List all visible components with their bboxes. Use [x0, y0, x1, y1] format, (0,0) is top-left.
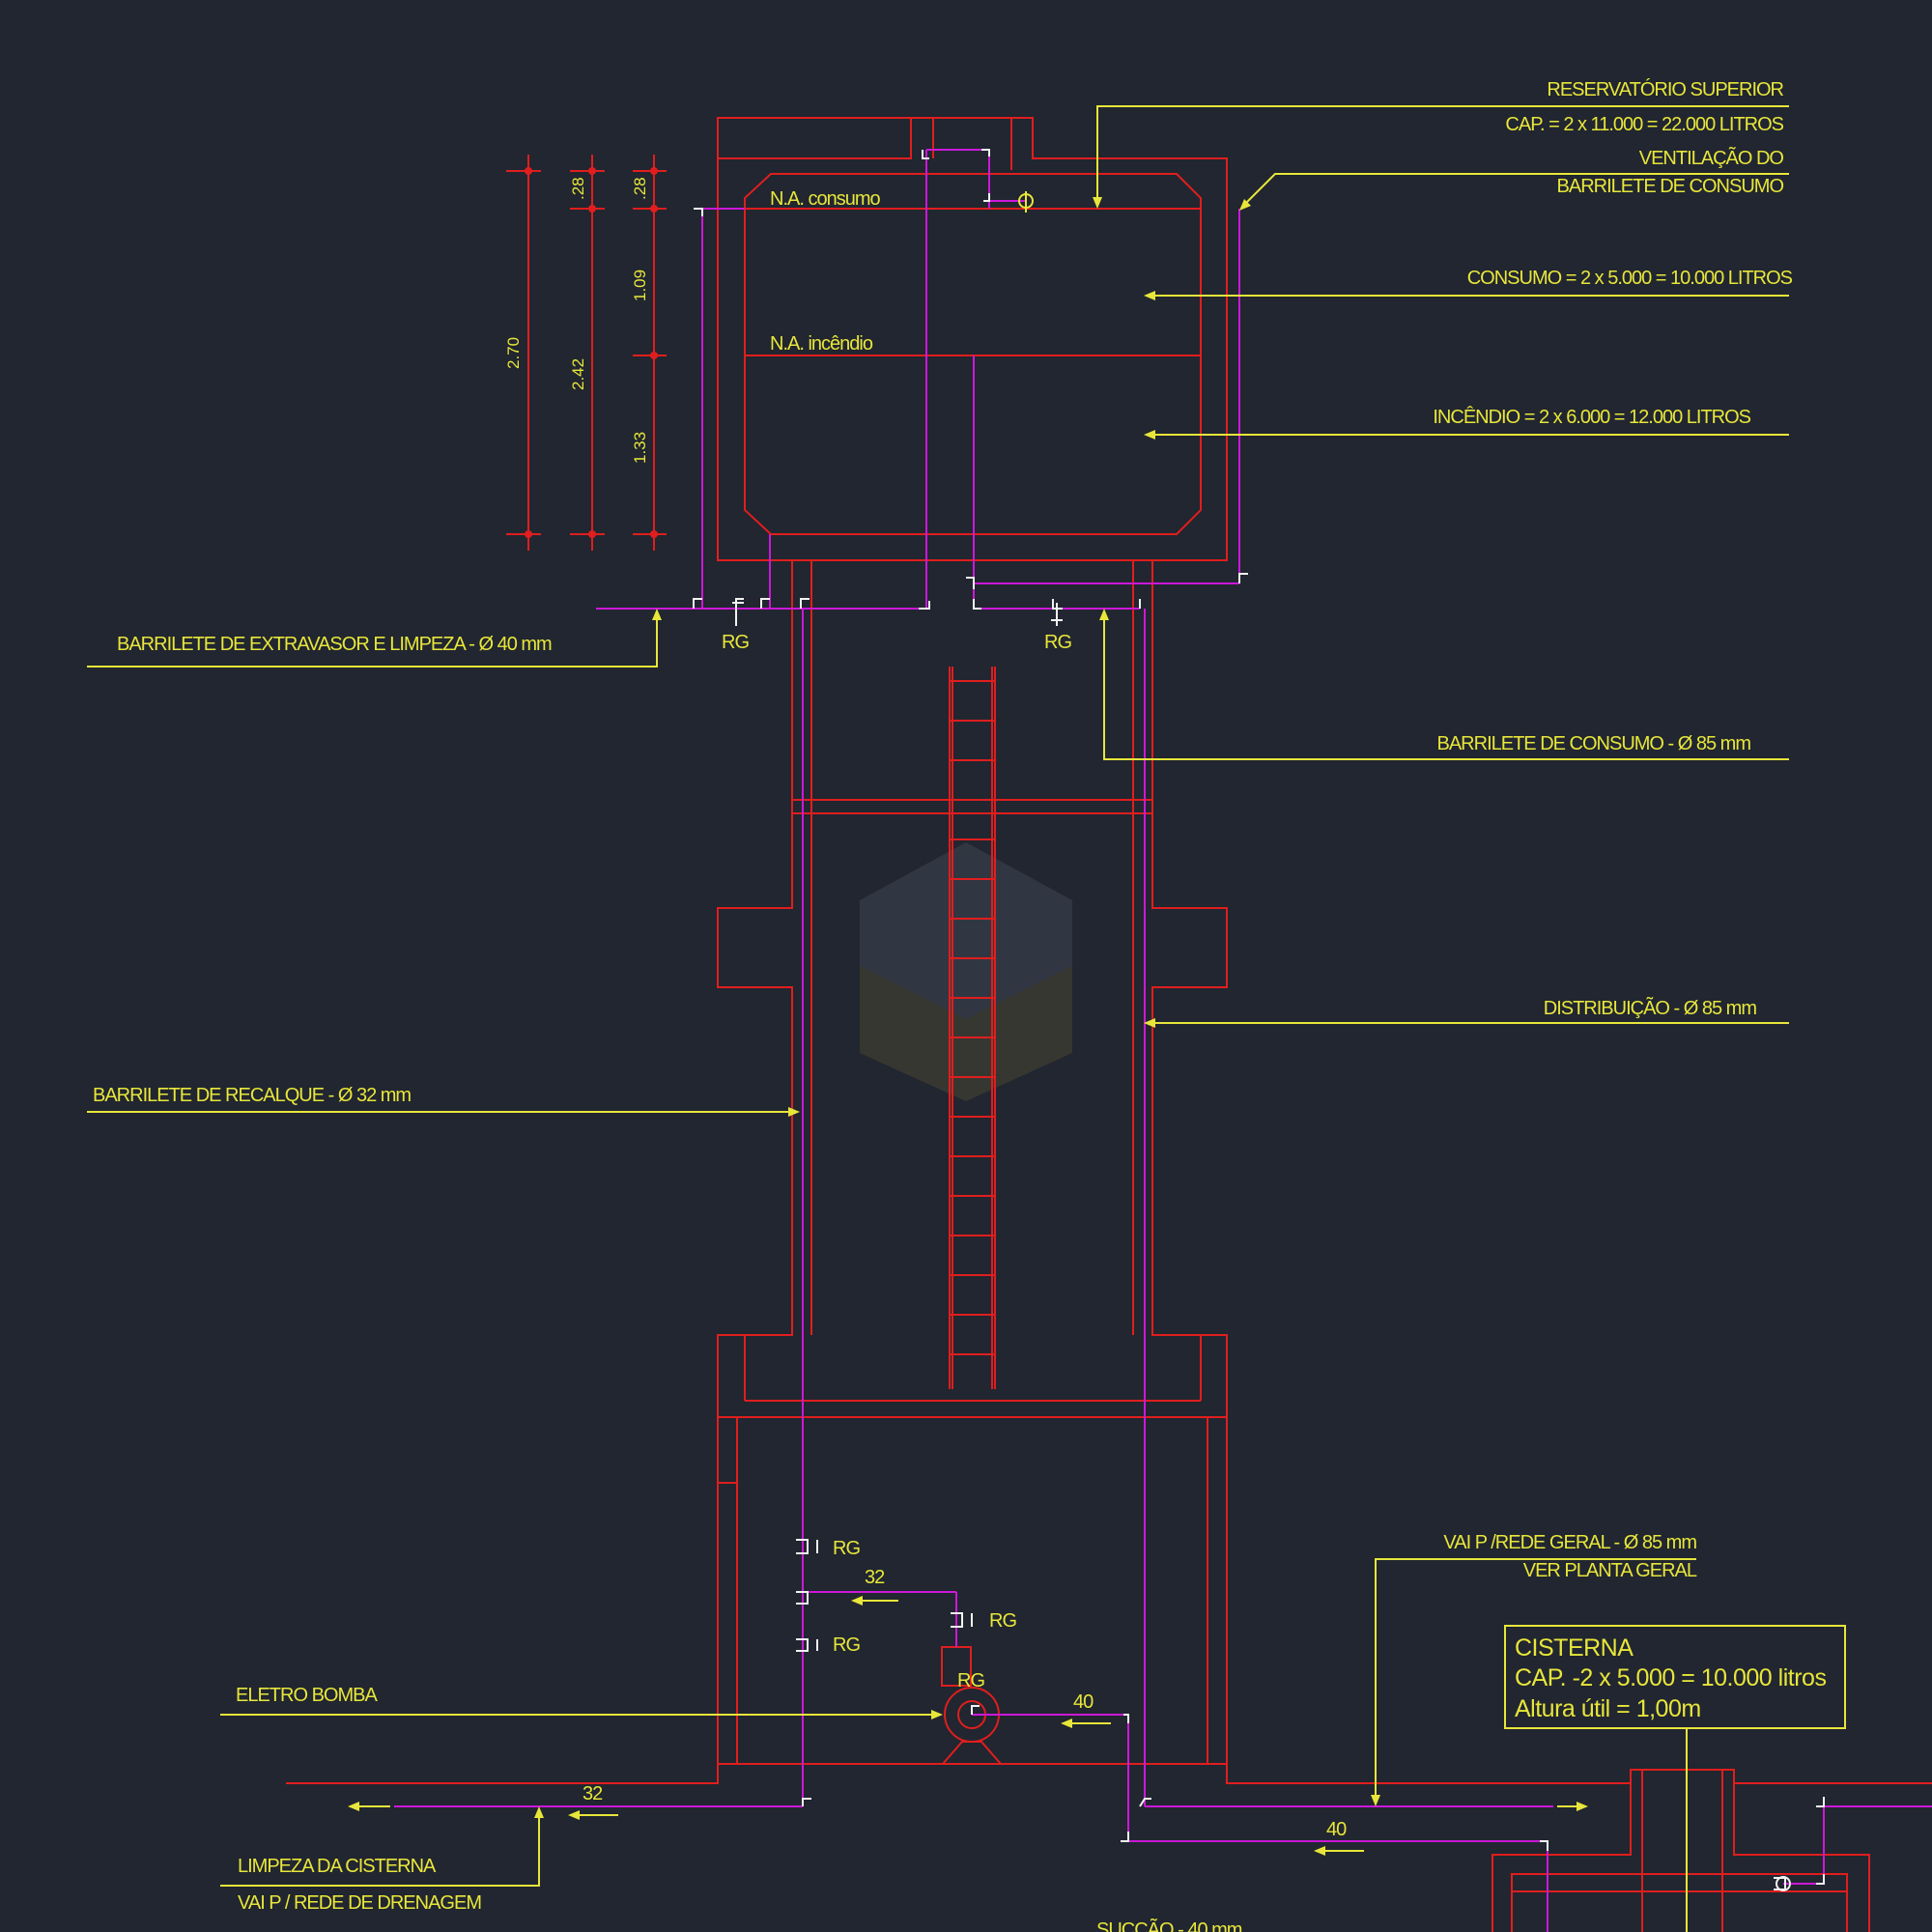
pipe-network [394, 149, 1932, 1932]
cistern-structure [1492, 1769, 1932, 1932]
rede-geral-label-2: VER PLANTA GERAL [1523, 1560, 1697, 1581]
barrilete-extravasor-label: BARRILETE DE EXTRAVASOR E LIMPEZA - Ø 40… [117, 634, 552, 655]
pipe-size-succao-right: 40 [1326, 1819, 1347, 1840]
dimension-useful: 2.42 [569, 358, 587, 390]
pipe-fittings [693, 149, 1825, 1885]
incendio-volume-label: INCÊNDIO = 2 x 6.000 = 12.000 LITROS [1433, 406, 1750, 428]
barrilete-consumo-label: BARRILETE DE CONSUMO - Ø 85 mm [1437, 733, 1751, 754]
watermark-logo [860, 842, 1072, 1101]
tower-structure [286, 560, 1631, 1784]
annotation-leaders [87, 105, 1846, 1932]
valve-rg-2: RG [989, 1610, 1016, 1632]
cisterna-capacity: CAP. -2 x 5.000 = 10.000 litros [1515, 1664, 1826, 1691]
limpeza-label-2: VAI P / REDE DE DRENAGEM [238, 1892, 481, 1914]
valve-rg-pump: RG [957, 1670, 984, 1691]
ventilation-label-1: VENTILAÇÃO DO [1639, 146, 1784, 169]
valve-rg-3: RG [833, 1634, 860, 1656]
level-consumo-label: N.A. consumo [770, 188, 880, 210]
level-incendio-label: N.A. incêndio [770, 333, 873, 355]
dimension-consumo-height: 1.09 [631, 270, 649, 301]
dimension-top-a: .28 [569, 177, 587, 200]
dimension-top-b: .28 [631, 177, 649, 200]
ventilation-label-2: BARRILETE DE CONSUMO [1557, 176, 1784, 197]
valve-rg-left: RG [722, 632, 749, 653]
rede-geral-label-1: VAI P /REDE GERAL - Ø 85 mm [1443, 1532, 1696, 1553]
dimension-total: 2.70 [504, 337, 523, 369]
eletro-bomba-label: ELETRO BOMBA [236, 1685, 378, 1706]
pipe-size-succao-left: 40 [1073, 1691, 1094, 1713]
limpeza-label-1: LIMPEZA DA CISTERNA [238, 1856, 437, 1877]
dimension-lines [506, 155, 667, 551]
pipe-size-drain: 32 [582, 1783, 603, 1804]
succao-label: SUCÇÃO - 40 mm [1096, 1918, 1242, 1932]
distribuicao-label: DISTRIBUIÇÃO - Ø 85 mm [1544, 996, 1757, 1019]
reservoir-capacity: CAP. = 2 x 11.000 = 22.000 LITROS [1505, 114, 1783, 135]
valve-rg-1: RG [833, 1538, 860, 1559]
dimension-incendio-height: 1.33 [631, 432, 649, 464]
rg-valves [732, 191, 1791, 1891]
cisterna-title: CISTERNA [1515, 1634, 1634, 1662]
pipe-size-recalque: 32 [865, 1567, 885, 1588]
consumo-volume-label: CONSUMO = 2 x 5.000 = 10.000 LITROS [1467, 268, 1793, 289]
reservoir-title: RESERVATÓRIO SUPERIOR [1547, 78, 1783, 100]
valve-rg-right: RG [1044, 632, 1071, 653]
cisterna-height: Altura útil = 1,00m [1515, 1695, 1701, 1722]
upper-reservoir-structure [717, 117, 1228, 561]
barrilete-recalque-label: BARRILETE DE RECALQUE - Ø 32 mm [93, 1085, 411, 1106]
